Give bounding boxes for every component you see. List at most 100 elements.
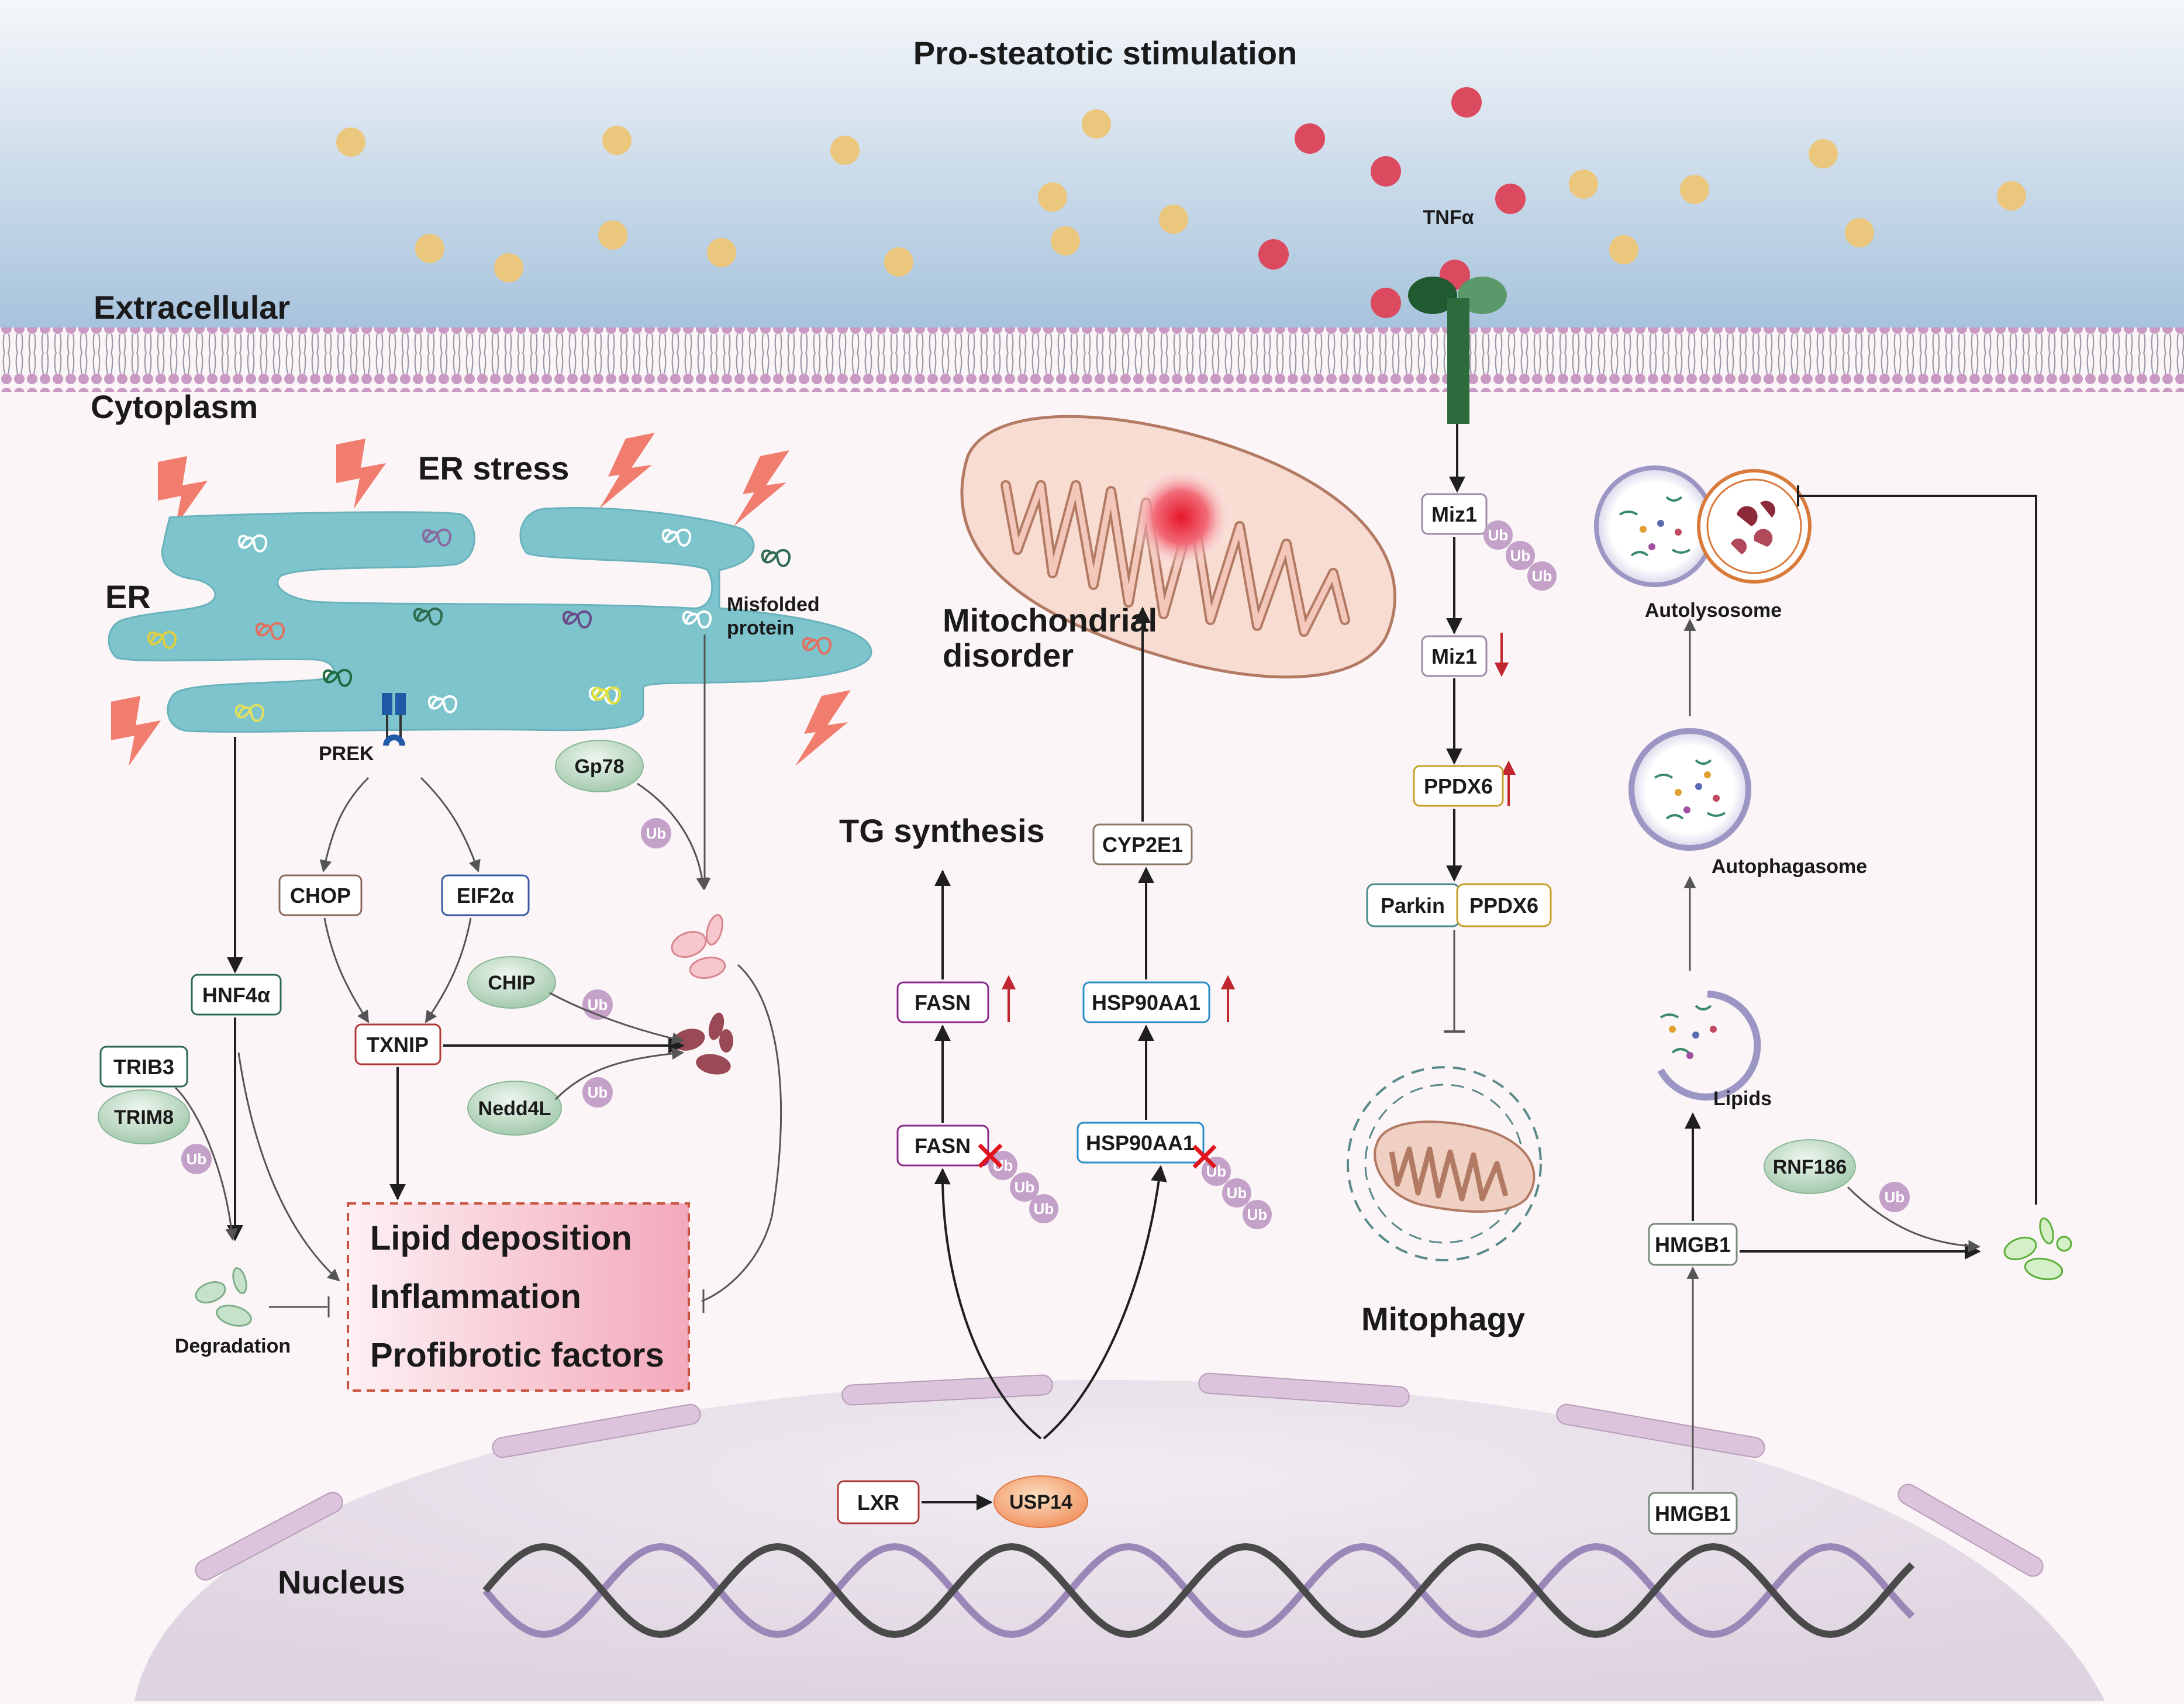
misfolded-protein-squiggle: [234, 703, 265, 722]
usp14-oval: USP14: [993, 1475, 1088, 1528]
cyp2e1-label: CYP2E1: [1102, 833, 1183, 857]
misfolded-protein-label-1: Misfolded: [727, 594, 820, 616]
effect-profibrotic: Profibrotic factors: [370, 1336, 664, 1374]
misfolded-protein-squiggle: [761, 549, 791, 567]
dna-helix: [482, 1543, 1915, 1639]
lipids-label: Lipids: [1713, 1088, 1772, 1110]
miz1-top-label: Miz1: [1431, 502, 1477, 526]
autolysosome-label: Autolysosome: [1645, 599, 1782, 622]
ub-label: Ub: [1488, 526, 1509, 544]
lipid-dot: [1051, 226, 1080, 256]
ub-label: Ub: [588, 996, 608, 1013]
nedd4l-oval: Nedd4L: [467, 1081, 562, 1136]
tnf-dot: [1295, 123, 1325, 154]
trim8-label: TRIM8: [114, 1106, 174, 1129]
tnf-receptor-icon: [1408, 277, 1507, 424]
lipid-dot: [1680, 175, 1709, 204]
er-label: ER: [105, 578, 151, 615]
mito-disorder-label-1: Mitochondrial: [943, 602, 1157, 639]
chip-label: CHIP: [488, 972, 535, 994]
misfolded-proteins: [147, 528, 832, 722]
ub-label: Ub: [588, 1084, 608, 1101]
fasn-bottom-box: FASN: [896, 1124, 989, 1167]
misfolded-protein-squiggle: [591, 686, 622, 705]
lipid-dot: [1159, 205, 1188, 234]
tg-synthesis-label: TG synthesis: [839, 812, 1045, 849]
fasn-bottom-label: FASN: [915, 1134, 971, 1158]
rnf186-oval: RNF186: [1764, 1139, 1856, 1194]
hsp-top-label: HSP90AA1: [1092, 991, 1200, 1015]
misfolded-protein-squiggle: [255, 622, 285, 640]
chop-label: CHOP: [290, 884, 351, 908]
txnip-box: TXNIP: [354, 1023, 441, 1065]
hmgb1-top-label: HMGB1: [1655, 1233, 1731, 1257]
ub-label: Ub: [1510, 547, 1531, 564]
lipid-dot: [830, 136, 860, 165]
tnf-dot: [1495, 184, 1526, 214]
usp14-label: USP14: [1009, 1491, 1072, 1513]
misfolded-protein-squiggle: [682, 610, 712, 629]
miz1-bottom-box: Miz1: [1421, 635, 1488, 677]
nucleus-label: Nucleus: [278, 1564, 405, 1600]
miz1-top-box: Miz1: [1421, 493, 1488, 535]
hsp-bottom-box: HSP90AA1: [1077, 1122, 1205, 1164]
ub-label: Ub: [1227, 1184, 1247, 1202]
eif2a-box: EIF2α: [441, 874, 530, 916]
misfolded-protein-squiggle: [661, 528, 692, 547]
trib3-label: TRIB3: [113, 1055, 174, 1079]
tnf-dot: [1371, 288, 1401, 318]
ub-label: Ub: [1034, 1200, 1054, 1217]
lightning-icon: [111, 433, 851, 766]
mitophagy-icon: [1347, 1066, 1542, 1261]
mitochondrion: [960, 415, 1396, 679]
lipid-dot: [598, 220, 627, 250]
autophagy-arrows: [1683, 485, 2037, 1490]
ub-label: Ub: [1206, 1163, 1227, 1180]
lipid-dot: [494, 253, 523, 282]
misfolded-protein-squiggle: [427, 695, 458, 713]
rnf186-label: RNF186: [1773, 1156, 1847, 1178]
ub-label: Ub: [1885, 1188, 1905, 1206]
green-fragments-icon: [2003, 1217, 2072, 1281]
ppdx6-box: PPDX6: [1413, 765, 1504, 807]
autophagasome-icon: [1628, 728, 1751, 851]
fasn-top-label: FASN: [915, 991, 971, 1015]
prek-label: PREK: [319, 743, 374, 765]
protein-fragments-icon: [671, 914, 726, 979]
prek-receptor-icon: [382, 693, 406, 746]
misfolded-protein-label-2: protein: [727, 617, 794, 639]
trib3-box: TRIB3: [99, 1046, 188, 1088]
er-stress-label: ER stress: [418, 450, 569, 487]
ub-label: Ub: [187, 1150, 207, 1168]
ub-label: Ub: [646, 825, 667, 842]
autophagasome-label: Autophagasome: [1712, 856, 1867, 878]
gp78-label: Gp78: [574, 756, 624, 778]
mito-disorder-label-2: disorder: [943, 637, 1074, 674]
lipid-dot: [415, 234, 444, 263]
misfolded-protein-squiggle: [802, 636, 832, 655]
lipids-phagophore-icon: [1657, 991, 1761, 1101]
ubiquitin-chain-icon: Ub Ub Ub Ub Ub Ub: [988, 1151, 1272, 1229]
dna-strand: [482, 1543, 1915, 1639]
eif2a-label: EIF2α: [457, 884, 514, 908]
hmgb1-nucleus-box: HMGB1: [1648, 1492, 1738, 1535]
lipid-dot: [1038, 182, 1067, 212]
cytoplasm-label: Cytoplasm: [91, 388, 258, 425]
degradation-label: Degradation: [175, 1335, 291, 1357]
endoplasmic-reticulum: [108, 507, 872, 733]
ub-label: Ub: [1532, 567, 1552, 585]
ubiquitin-icon: Ub: [1879, 1182, 1910, 1212]
autolysosome-icon: [1594, 465, 1812, 587]
misfolded-protein-squiggle: [562, 610, 592, 629]
hnf4a-label: HNF4α: [202, 983, 270, 1007]
nedd4l-label: Nedd4L: [478, 1098, 551, 1120]
er-arrows: [174, 634, 782, 1317]
ub-label: Ub: [1247, 1206, 1268, 1223]
lipid-dot: [1997, 181, 2026, 211]
tnf-dot: [1258, 239, 1289, 270]
up-arrow-icon: [1001, 760, 1516, 1022]
trim8-oval: TRIM8: [98, 1089, 190, 1144]
hsp-bottom-label: HSP90AA1: [1086, 1131, 1195, 1155]
extracellular-label: Extracellular: [94, 289, 290, 326]
